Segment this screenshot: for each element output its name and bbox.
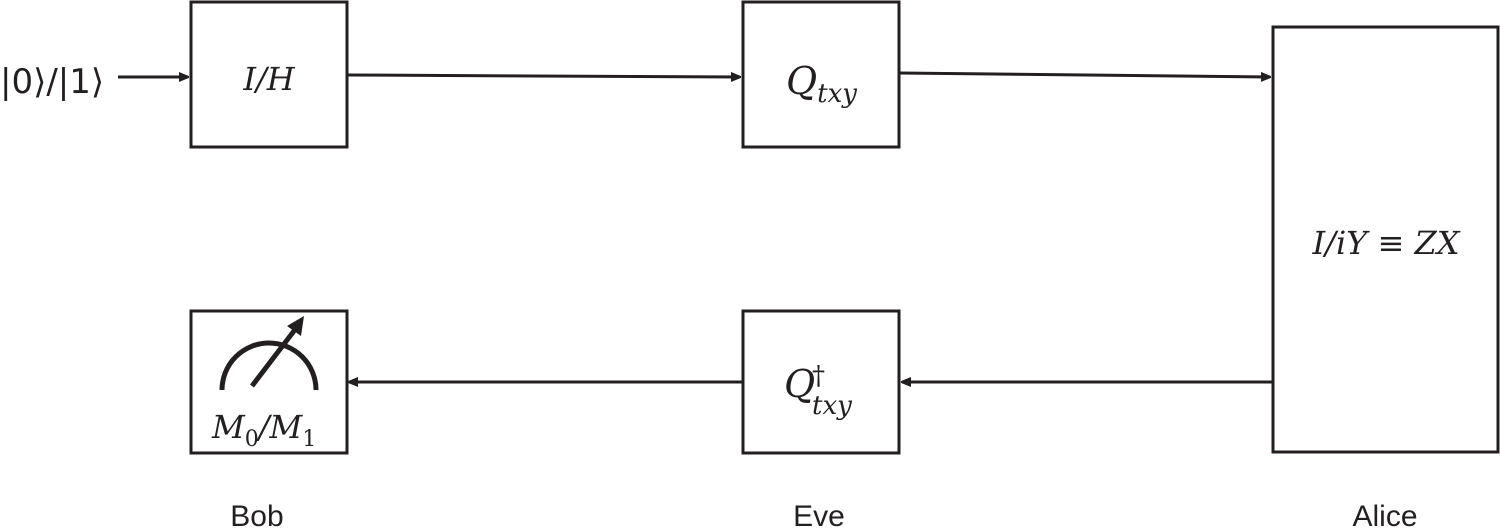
party-label-bob: Bob xyxy=(230,500,283,530)
gate-q-txy: Qtxy xyxy=(741,0,901,149)
gate-ih: I/H xyxy=(189,0,349,149)
gate-alice-box xyxy=(1271,25,1500,454)
measure-sub-2: 1 xyxy=(302,427,316,452)
gate-qdagger-superscript: † xyxy=(812,361,825,391)
gate-measure-box xyxy=(189,309,349,455)
party-label-eve: Eve xyxy=(793,500,845,530)
gate-qdagger-label: Q xyxy=(784,362,815,406)
gate-alice-label: I/iY ≡ ZX xyxy=(1312,224,1461,262)
gate-qdagger-box xyxy=(741,309,901,455)
gate-q-subscript: txy xyxy=(817,79,857,109)
measure-base-2: M xyxy=(269,408,304,446)
measure-sub-1: 0 xyxy=(245,427,259,452)
meter-arc xyxy=(219,340,319,391)
gate-q-box xyxy=(741,0,901,149)
gate-qdagger-base: Q xyxy=(784,362,815,406)
party-label-alice: Alice xyxy=(1352,500,1417,530)
measure-label: M0/M1 xyxy=(211,408,316,452)
gate-q-base: Q xyxy=(786,59,817,103)
wire-q-to-alice xyxy=(898,71,1270,77)
gate-ih-label: I/H xyxy=(242,60,295,98)
gate-measurement: M0/M1 xyxy=(189,309,349,455)
meter-needle xyxy=(250,325,299,388)
gate-q-dagger: Q † txy xyxy=(741,309,901,455)
meter-needle-arrowhead xyxy=(287,316,304,336)
measure-base-1: M xyxy=(211,408,246,446)
gate-alice: I/iY ≡ ZX xyxy=(1271,25,1500,454)
gate-ih-box xyxy=(189,0,349,149)
wire-ih-to-q xyxy=(346,75,740,77)
gate-q-label: Qtxy xyxy=(786,59,857,109)
meter-icon xyxy=(219,316,319,391)
input-state-label: |0⟩/|1⟩ xyxy=(0,62,104,102)
gate-qdagger-subscript: txy xyxy=(812,391,852,421)
measure-separator: / xyxy=(256,408,273,446)
